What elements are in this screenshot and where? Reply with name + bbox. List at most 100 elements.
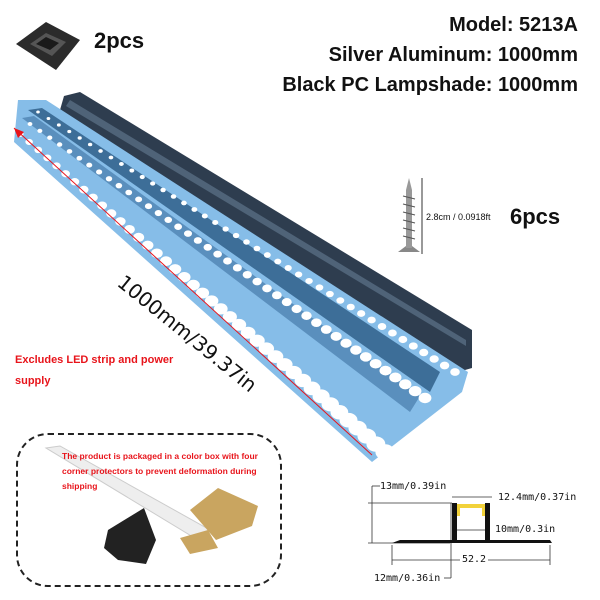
perforation-hole bbox=[36, 110, 40, 114]
perforation-hole bbox=[67, 129, 72, 134]
perforation-hole bbox=[56, 123, 61, 127]
perforation-hole bbox=[243, 239, 250, 245]
perforation-hole bbox=[398, 335, 408, 344]
perforation-hole bbox=[86, 162, 93, 168]
perforation-hole bbox=[151, 248, 163, 259]
exclusion-note: Excludes LED strip and power supply bbox=[15, 354, 174, 387]
perforation-hole bbox=[66, 149, 73, 154]
perforation-hole bbox=[168, 264, 182, 275]
channel-width-dimension: 12mm/0.36in bbox=[374, 573, 441, 584]
perforation-hole bbox=[87, 142, 93, 147]
perforation-hole bbox=[139, 174, 145, 180]
perforation-hole bbox=[46, 116, 51, 121]
perforation-hole bbox=[291, 304, 302, 314]
perforation-hole bbox=[336, 297, 345, 304]
perforation-hole bbox=[284, 265, 292, 271]
perforation-hole bbox=[79, 185, 89, 194]
perforation-hole bbox=[170, 194, 177, 199]
perforation-hole bbox=[222, 226, 229, 232]
perforation-hole bbox=[133, 232, 145, 242]
perforation-hole bbox=[340, 338, 352, 348]
perforation-hole bbox=[88, 193, 98, 202]
perforation-hole bbox=[76, 155, 83, 161]
perforation-hole bbox=[315, 284, 324, 291]
perforation-hole bbox=[271, 291, 282, 300]
perforation-hole bbox=[359, 352, 372, 362]
height-dimension: 13mm/0.39in bbox=[380, 481, 447, 492]
inner-depth-dimension: 10mm/0.3in bbox=[495, 524, 556, 535]
perforation-hole bbox=[222, 311, 237, 323]
perforation-hole bbox=[115, 182, 123, 189]
perforation-hole bbox=[105, 176, 113, 182]
perforation-hole bbox=[450, 368, 460, 376]
perforation-hole bbox=[399, 379, 412, 390]
perforation-hole bbox=[330, 331, 342, 341]
perforation-hole bbox=[174, 223, 183, 230]
perforation-hole bbox=[160, 256, 172, 267]
perforation-hole bbox=[262, 284, 272, 293]
end-cap-count: 2pcs bbox=[94, 28, 145, 53]
screw-icon bbox=[398, 178, 423, 254]
perforation-hole bbox=[184, 230, 192, 237]
model-label: Model: 5213A bbox=[449, 14, 578, 36]
perforation-hole bbox=[439, 361, 450, 370]
perforation-hole bbox=[150, 181, 156, 186]
perforation-hole bbox=[242, 270, 252, 279]
perforation-hole bbox=[274, 258, 282, 265]
perforation-hole bbox=[213, 250, 222, 258]
perforation-hole bbox=[253, 245, 261, 252]
perforation-hole bbox=[305, 277, 313, 285]
perforation-hole bbox=[231, 318, 247, 331]
perforation-hole bbox=[186, 279, 200, 291]
perforation-hole bbox=[419, 348, 429, 357]
perforation-hole bbox=[281, 298, 292, 307]
perforation-hole bbox=[203, 243, 212, 251]
perforation-hole bbox=[388, 329, 397, 337]
perforation-hole bbox=[375, 444, 395, 460]
packaging-note: The product is packaged in a color box w… bbox=[62, 451, 258, 491]
perforation-hole bbox=[135, 196, 143, 203]
perforation-hole bbox=[96, 169, 103, 175]
perforation-hole bbox=[97, 201, 108, 210]
perforation-hole bbox=[357, 310, 366, 317]
perforation-hole bbox=[181, 200, 187, 206]
perforation-hole bbox=[160, 187, 166, 193]
perforation-hole bbox=[263, 252, 271, 258]
perforation-hole bbox=[346, 303, 355, 311]
perforation-hole bbox=[249, 334, 265, 347]
perforation-hole bbox=[115, 217, 126, 226]
perforation-hole bbox=[408, 386, 422, 397]
perforation-hole bbox=[27, 122, 33, 126]
inner-width-dimension: 12.4mm/0.37in bbox=[498, 492, 577, 503]
perforation-hole bbox=[125, 189, 133, 196]
perforation-hole bbox=[193, 237, 202, 244]
perforation-hole bbox=[429, 355, 439, 363]
perforation-hole bbox=[142, 240, 154, 250]
perforation-hole bbox=[389, 372, 402, 383]
perforation-hole bbox=[195, 287, 210, 299]
screw-count: 6pcs bbox=[510, 204, 561, 229]
lampshade-spec: Black PC Lampshade: 1000mm bbox=[282, 74, 578, 96]
perforation-hole bbox=[232, 264, 242, 272]
perforation-hole bbox=[369, 358, 382, 369]
perforation-hole bbox=[164, 216, 173, 224]
perforation-hole bbox=[98, 149, 103, 153]
perforation-hole bbox=[350, 345, 362, 355]
perforation-hole bbox=[212, 219, 219, 226]
perforation-hole bbox=[144, 203, 153, 210]
perforation-hole bbox=[294, 271, 303, 278]
perforation-hole bbox=[191, 207, 198, 212]
perforation-hole bbox=[311, 318, 322, 327]
perforation-hole bbox=[56, 142, 63, 147]
perforation-hole bbox=[418, 392, 432, 404]
total-width-dimension: 52.2 bbox=[460, 554, 489, 565]
perforation-hole bbox=[213, 303, 228, 315]
perforation-hole bbox=[232, 232, 240, 239]
perforation-hole bbox=[379, 365, 392, 376]
perforation-hole bbox=[61, 170, 70, 178]
screw-size: 2.8cm / 0.0918ft bbox=[426, 212, 491, 222]
perforation-hole bbox=[201, 213, 208, 219]
aluminum-spec: Silver Aluminum: 1000mm bbox=[328, 44, 578, 66]
